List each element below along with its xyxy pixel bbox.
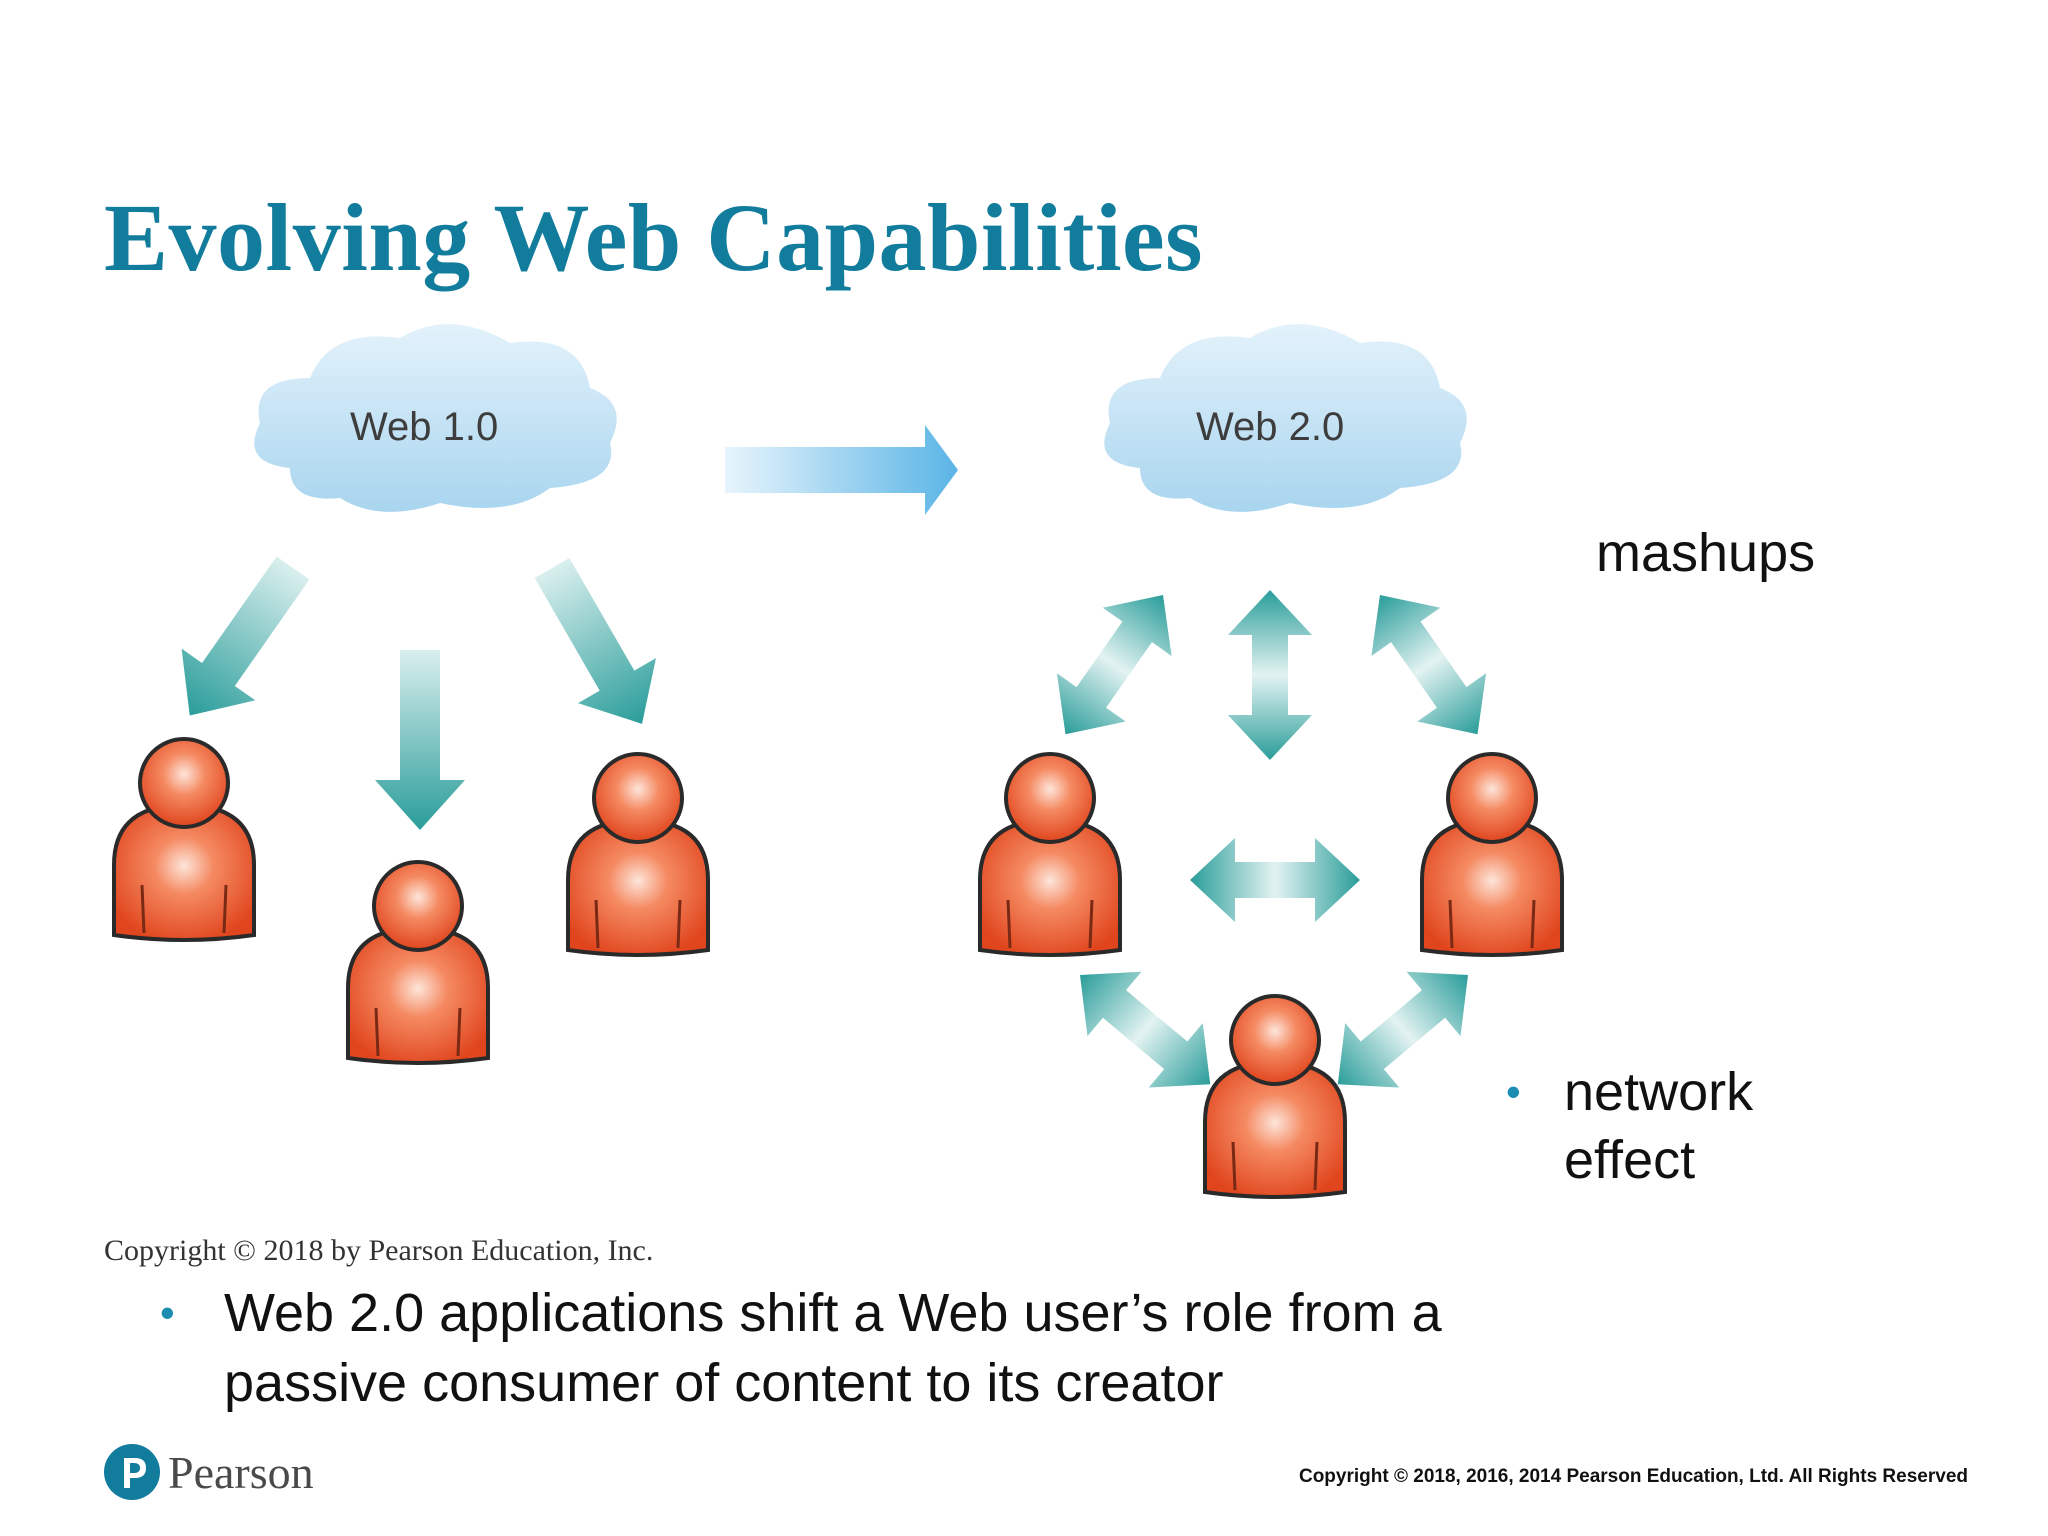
mashups-label: mashups (1596, 523, 1816, 583)
bullet-marker: • (160, 1289, 175, 1336)
web2-label: Web 2.0 (1196, 405, 1344, 449)
pearson-brand: Pearson (168, 1447, 314, 1498)
web1-arrow-center (375, 650, 465, 830)
slide-title: Evolving Web Capabilities (104, 184, 1203, 291)
network-effect-line1: network (1564, 1062, 1754, 1122)
bullet-marker: • (1506, 1068, 1521, 1115)
network-effect-bullet: • network effect (1506, 1058, 1753, 1194)
web1-person-center (346, 860, 490, 1065)
web2-person-left (978, 752, 1122, 957)
web2-arrow-top-right (1345, 570, 1512, 759)
transition-arrow (725, 425, 958, 515)
network-effect-line2: effect (1564, 1130, 1696, 1190)
web1-person-right (566, 752, 710, 957)
main-bullet-text: Web 2.0 applications shift a Web user’s … (224, 1283, 1442, 1413)
figure-copyright: Copyright © 2018 by Pearson Education, I… (104, 1234, 654, 1267)
footer-copyright: Copyright © 2018, 2016, 2014 Pearson Edu… (1298, 1466, 1968, 1487)
web2-arrow-middle (1190, 838, 1360, 922)
web2-arrow-top-left (1031, 570, 1198, 759)
web2-cloud: Web 2.0 (1104, 324, 1467, 512)
pearson-logo-icon (104, 1444, 160, 1500)
web1-arrow-left (152, 542, 330, 742)
web2-person-right (1420, 752, 1564, 957)
web1-cloud: Web 1.0 (254, 324, 617, 512)
web2-person-bottom (1203, 994, 1347, 1199)
web1-label: Web 1.0 (350, 405, 498, 449)
web1-person-left (112, 737, 256, 942)
web1-arrow-right (513, 545, 681, 747)
web2-arrow-top-center (1228, 590, 1312, 760)
main-bullet: • Web 2.0 applications shift a Web user’… (160, 1278, 1600, 1418)
